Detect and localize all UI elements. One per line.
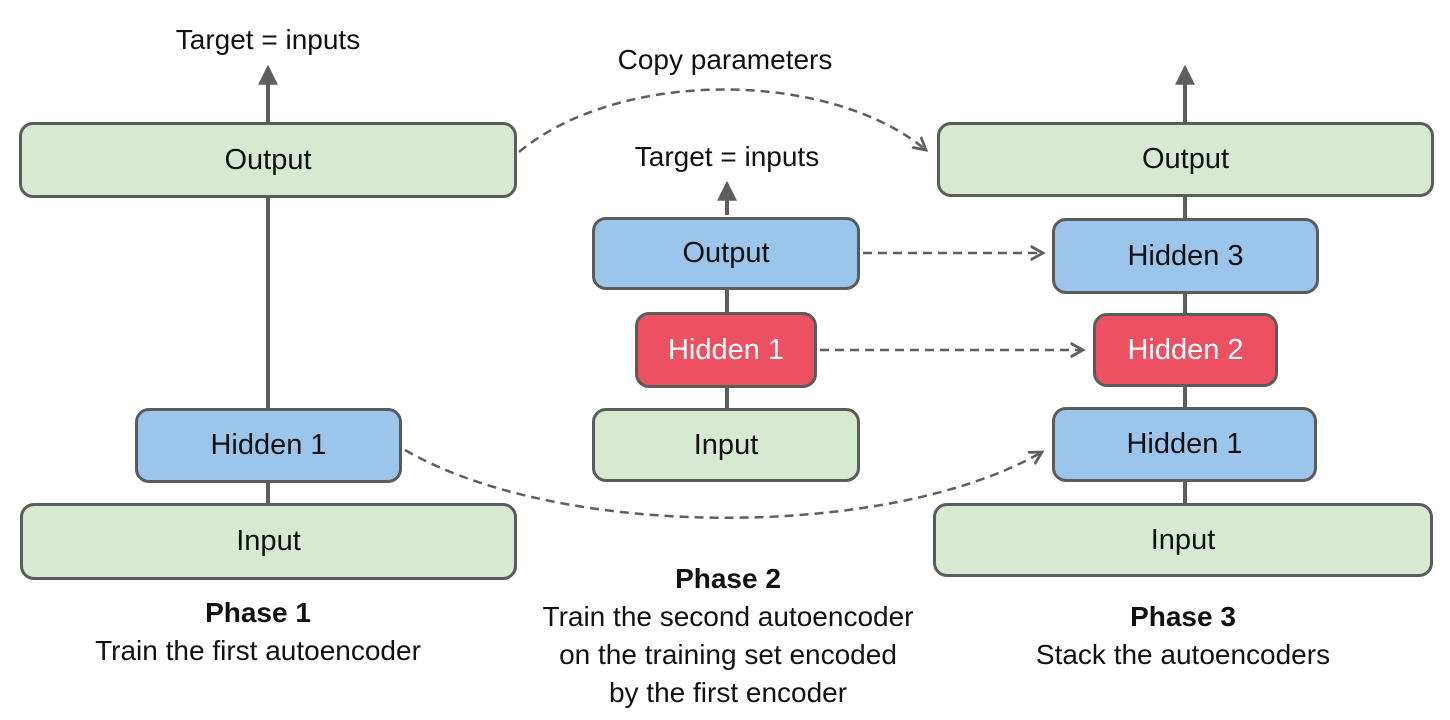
phase3-output-label: Output — [1141, 143, 1230, 175]
phase3-output-box: Output — [937, 122, 1434, 197]
phase1-caption: Phase 1 Train the first autoencoder — [0, 594, 518, 670]
phase1-output-box: Output — [19, 122, 517, 198]
phase2-output-label: Output — [682, 237, 770, 269]
phase2-input-label: Input — [693, 428, 759, 461]
phase1-caption-line: Train the first autoencoder — [95, 635, 421, 666]
phase1-title: Phase 1 — [205, 597, 311, 628]
phase2-caption-line: on the training set encoded — [559, 639, 897, 670]
copy-parameters-label: Copy parameters — [617, 44, 833, 75]
phase2-input-box: Input — [592, 408, 860, 482]
phase3-hidden1-box: Hidden 1 — [1052, 407, 1317, 482]
phase3-input-box: Input — [933, 503, 1433, 577]
phase2-caption: Phase 2 Train the second autoencoder on … — [468, 560, 988, 712]
phase3-caption: Phase 3 Stack the autoencoders — [923, 598, 1443, 674]
phase2-hidden1-label: Hidden 1 — [667, 333, 785, 366]
phase1-input-label: Input — [236, 525, 301, 557]
phase2-target-label: Target = inputs — [634, 141, 820, 172]
phase1-hidden1-box: Hidden 1 — [135, 408, 402, 483]
phase3-hidden3-box: Hidden 3 — [1052, 218, 1319, 294]
phase3-hidden2-box: Hidden 2 — [1093, 313, 1278, 387]
phase1-target-label: Target = inputs — [175, 24, 361, 55]
phase2-hidden1-box: Hidden 1 — [635, 312, 817, 388]
phase1-hidden1-label: Hidden 1 — [210, 429, 327, 461]
phase3-hidden3-label: Hidden 3 — [1127, 239, 1244, 272]
phase3-input-label: Input — [1150, 523, 1216, 556]
phase3-title: Phase 3 — [1130, 601, 1236, 632]
phase2-caption-line: by the first encoder — [608, 677, 848, 708]
copy-parameters-curve-output — [518, 88, 926, 153]
phase3-caption-line: Stack the autoencoders — [1035, 639, 1331, 670]
phase2-output-box: Output — [592, 217, 860, 290]
copy-hidden1p1-to-hidden1p3-curve — [404, 448, 1042, 519]
phase1-output-label: Output — [224, 143, 312, 176]
phase3-hidden2-label: Hidden 2 — [1127, 333, 1244, 366]
phase1-input-box: Input — [20, 503, 517, 580]
phase2-caption-line: Train the second autoencoder — [542, 601, 914, 632]
phase3-hidden1-label: Hidden 1 — [1126, 428, 1243, 460]
phase2-title: Phase 2 — [675, 563, 781, 594]
